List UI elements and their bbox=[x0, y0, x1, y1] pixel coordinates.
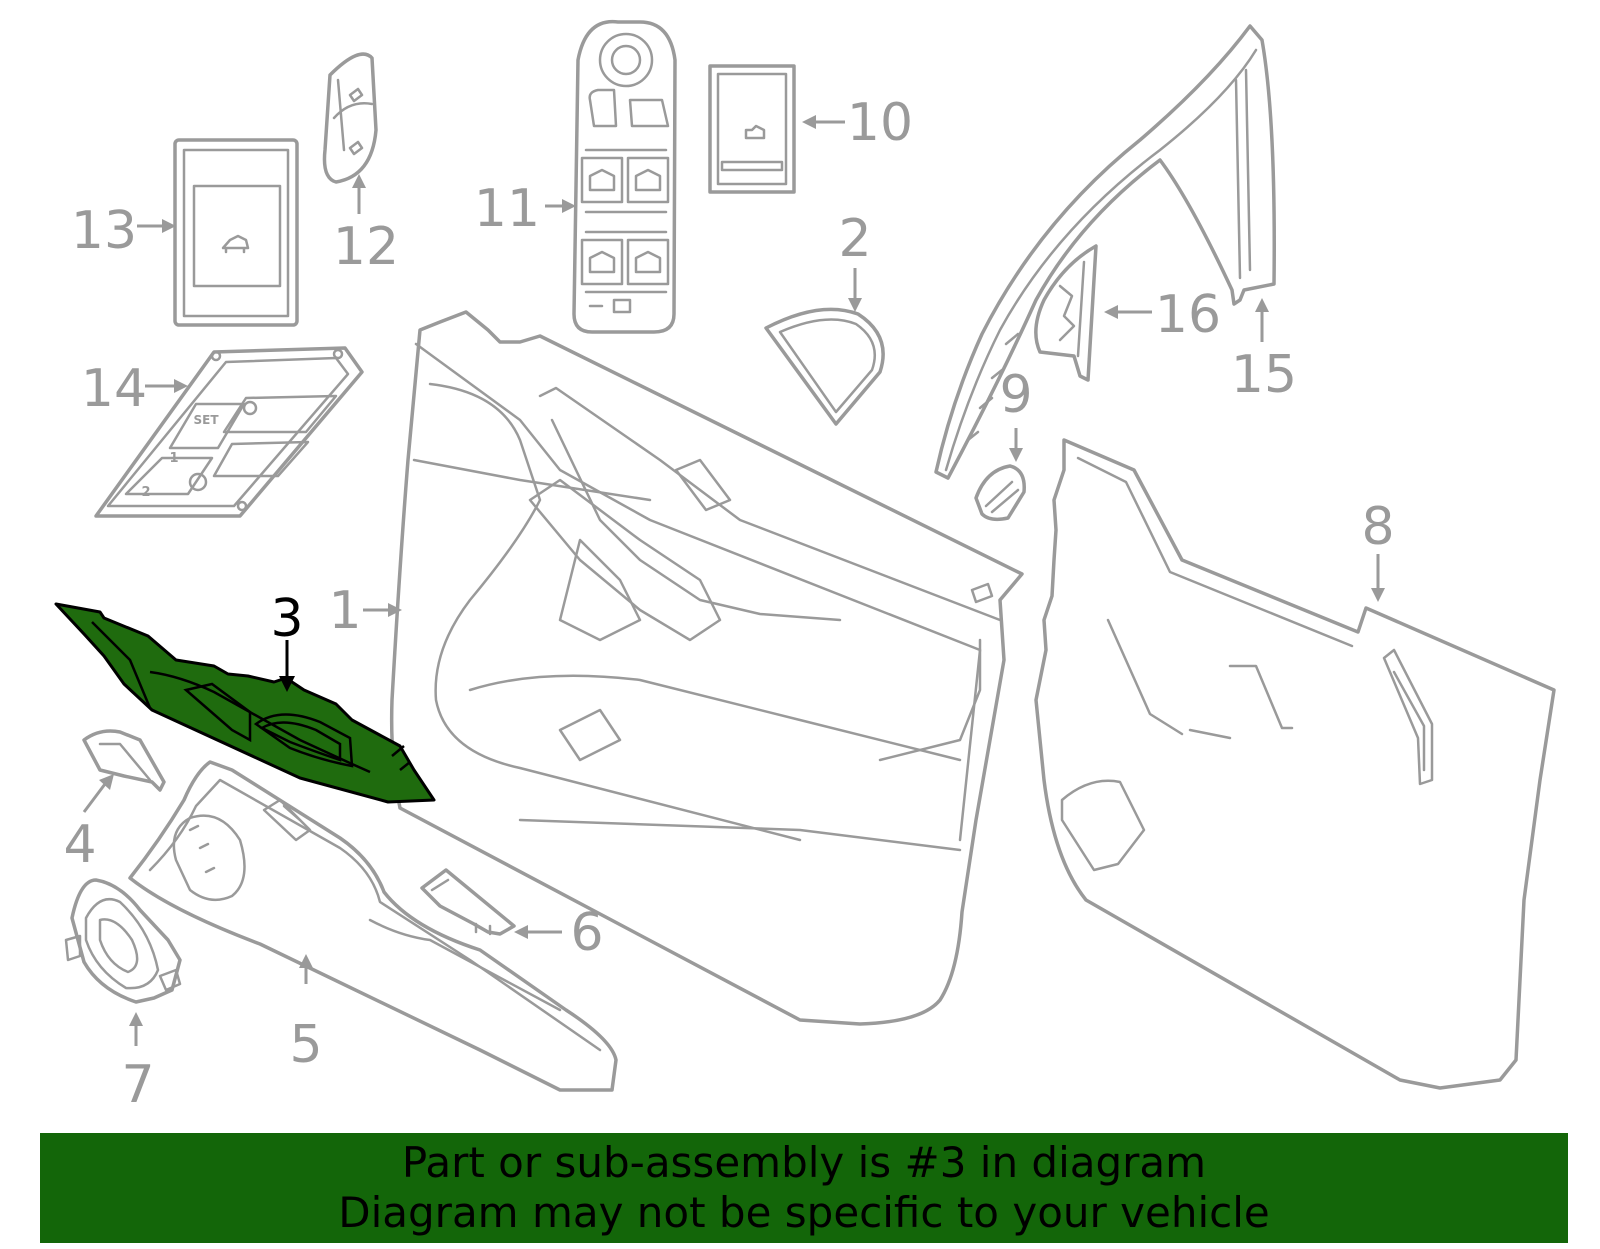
part-16-mirror-trim[interactable] bbox=[1034, 244, 1098, 382]
banner-line-1: Part or sub-assembly is #3 in diagram bbox=[401, 1138, 1207, 1187]
part-3-highlighted-door-trim-insert[interactable] bbox=[54, 602, 436, 804]
memory-2-marking: 2 bbox=[141, 485, 150, 500]
banner-line-2: Diagram may not be specific to your vehi… bbox=[338, 1188, 1270, 1237]
callout-2: 2 bbox=[838, 209, 871, 269]
part-14-memory-switch-panel[interactable]: SET 1 2 bbox=[94, 346, 364, 518]
info-banner: Part or sub-assembly is #3 in diagram Di… bbox=[40, 1133, 1568, 1243]
part-5-armrest[interactable] bbox=[128, 760, 618, 1092]
part-6-handle[interactable] bbox=[420, 868, 516, 936]
callout-14: 14 bbox=[81, 359, 147, 419]
memory-1-marking: 1 bbox=[169, 451, 178, 466]
part-13-switch-panel[interactable] bbox=[173, 138, 299, 327]
callout-1: 1 bbox=[328, 581, 361, 641]
info-banner-background bbox=[40, 1133, 1568, 1243]
callout-8: 8 bbox=[1361, 497, 1394, 557]
callout-3: 3 bbox=[270, 589, 303, 649]
part-2-triangular-trim[interactable] bbox=[764, 307, 885, 426]
leader-lines bbox=[82, 115, 1385, 1046]
part-7-speaker[interactable] bbox=[64, 878, 182, 1004]
part-10-switch-panel[interactable] bbox=[708, 64, 796, 194]
callout-9: 9 bbox=[999, 365, 1032, 425]
callout-16: 16 bbox=[1155, 285, 1221, 345]
callout-10: 10 bbox=[847, 93, 913, 153]
part-11-window-switch-panel[interactable] bbox=[572, 19, 677, 334]
memory-set-marking: SET bbox=[193, 413, 219, 427]
part-1-door-trim-panel[interactable] bbox=[389, 310, 1024, 1026]
callout-6: 6 bbox=[570, 903, 603, 963]
callout-15: 15 bbox=[1231, 345, 1297, 405]
callout-labels: 1 2 3 4 5 6 7 8 9 10 11 12 13 14 15 16 bbox=[63, 93, 1394, 1115]
part-9-clip[interactable] bbox=[974, 464, 1026, 522]
callout-12: 12 bbox=[333, 217, 399, 277]
part-8-door-sheet[interactable] bbox=[1034, 438, 1556, 1090]
callout-13: 13 bbox=[71, 201, 137, 261]
part-4-trim-piece[interactable] bbox=[82, 729, 166, 792]
callout-11: 11 bbox=[474, 179, 540, 239]
callout-4: 4 bbox=[63, 815, 96, 875]
callout-5: 5 bbox=[289, 1015, 322, 1075]
part-12-double-switch[interactable] bbox=[322, 52, 378, 184]
part-15-frame-trim[interactable] bbox=[934, 24, 1276, 480]
callout-7: 7 bbox=[121, 1055, 154, 1115]
